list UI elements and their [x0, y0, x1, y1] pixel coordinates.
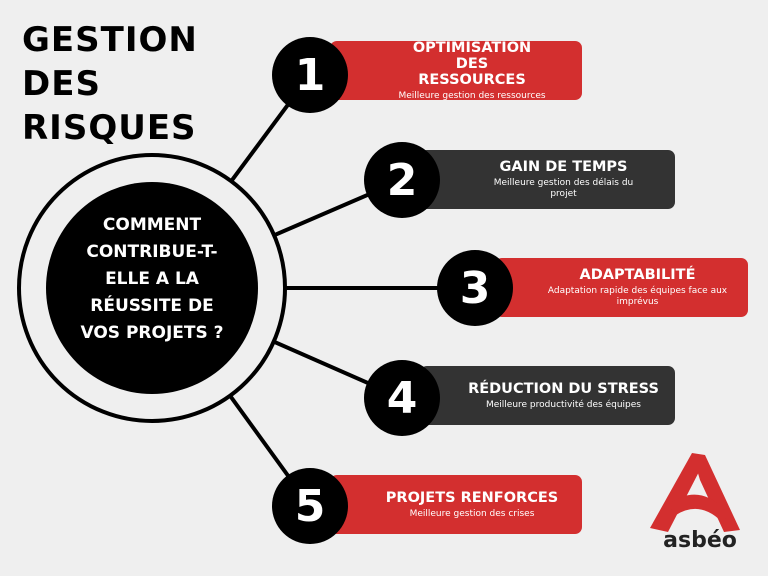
item-subtitle: Meilleure gestion des délais du projet — [493, 178, 634, 199]
item-subtitle: Meilleure gestion des ressources — [398, 90, 546, 101]
asbeo-a-logo-icon — [650, 453, 740, 532]
page-title: GESTION DES RISQUES — [22, 18, 198, 150]
center-circle — [46, 182, 258, 394]
question-line: COMMENT — [102, 215, 202, 235]
item-title: PROJETS RENFORCES — [385, 489, 559, 506]
item-title: RÉDUCTION DU STRESS — [468, 380, 659, 397]
title-line: DES — [22, 64, 101, 104]
item-card-1: OPTIMISATION DES RESSOURCES Meilleure ge… — [330, 39, 582, 101]
item-title: GAIN DE TEMPS — [499, 159, 628, 175]
item-subtitle: Adaptation rapide des équipes face aux i… — [547, 286, 728, 307]
item-subtitle: Meilleure productivité des équipes — [485, 399, 641, 410]
item-card-2: GAIN DE TEMPS Meilleure gestion des déla… — [420, 150, 675, 209]
title-line: GESTION — [22, 20, 198, 60]
question-line: RÉUSSITE DE — [90, 296, 214, 316]
center-question: COMMENT CONTRIBUE-T- ELLE A LA RÉUSSITE … — [62, 212, 242, 347]
item-number-1: 1 — [272, 37, 348, 113]
item-card-3: ADAPTABILITÉ Adaptation rapide des équip… — [495, 258, 748, 317]
question-line: VOS PROJETS ? — [80, 323, 224, 343]
item-number-3: 3 — [437, 250, 513, 326]
item-title: OPTIMISATION DES RESSOURCES — [412, 39, 532, 88]
item-number-2: 2 — [364, 142, 440, 218]
item-subtitle: Meilleure gestion des crises — [409, 508, 535, 519]
item-title: ADAPTABILITÉ — [579, 267, 696, 283]
question-line: CONTRIBUE-T- — [86, 242, 218, 262]
item-card-4: RÉDUCTION DU STRESS Meilleure productivi… — [420, 366, 675, 425]
item-card-5: PROJETS RENFORCES Meilleure gestion des … — [330, 475, 582, 534]
item-number-4: 4 — [364, 360, 440, 436]
logo-wordmark: asbéo — [663, 528, 737, 553]
item-number-5: 5 — [272, 468, 348, 544]
question-line: ELLE A LA — [105, 269, 199, 289]
title-line: RISQUES — [22, 108, 197, 148]
